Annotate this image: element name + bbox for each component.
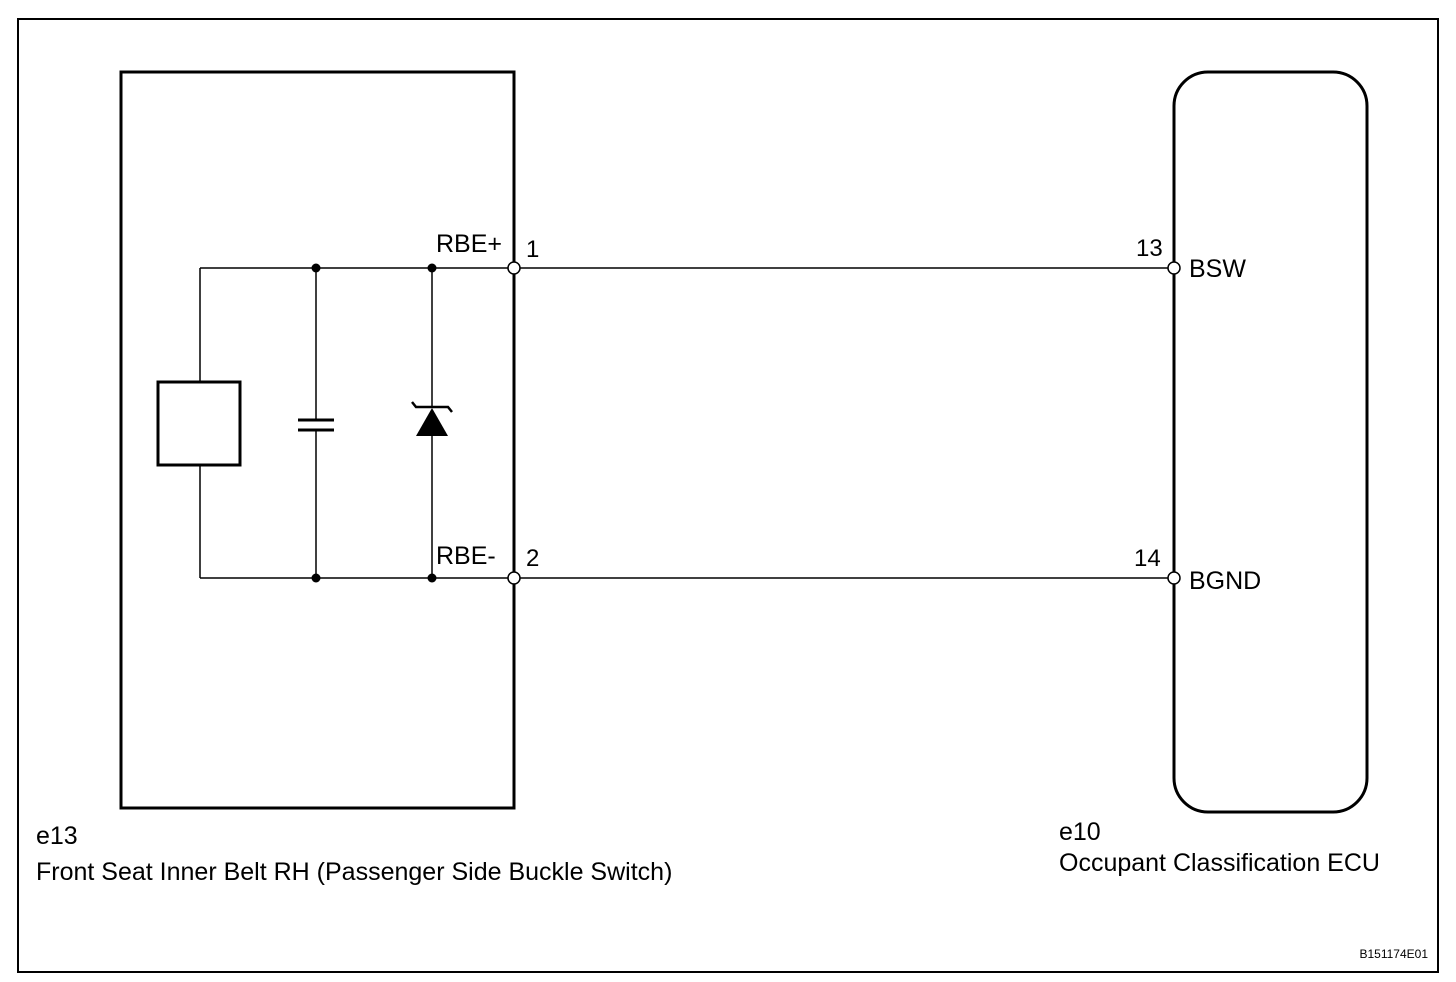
- junction-dot: [311, 573, 321, 583]
- pin-number-13: 13: [1136, 235, 1163, 262]
- switch-element: [156, 380, 242, 467]
- ecu-component: 13 BSW 14 BGND e10 Occupant Classificati…: [1059, 70, 1380, 877]
- pin-number-1: 1: [526, 236, 539, 263]
- terminal-pin-13: [1167, 261, 1181, 275]
- ecu-box: [1172, 70, 1369, 814]
- component-name-buckle-switch: Front Seat Inner Belt RH (Passenger Side…: [36, 858, 672, 886]
- diagram-code: B151174E01: [1359, 947, 1428, 961]
- pin-signal-bgnd: BGND: [1189, 567, 1261, 595]
- diagram-frame: [17, 18, 1439, 973]
- buckle-switch-component: RBE+ 1 RBE- 2 e13 Front Seat Inner Belt …: [36, 70, 672, 886]
- pin-signal-bsw: BSW: [1189, 255, 1246, 283]
- zener-diode-bar: [411, 401, 453, 413]
- junction-dot: [427, 263, 437, 273]
- buckle-switch-box: [119, 70, 516, 810]
- terminal-pin-1: [507, 261, 521, 275]
- buckle-switch-internal-circuit: [156, 263, 514, 583]
- junction-dot: [427, 573, 437, 583]
- pin-signal-rbe-plus: RBE+: [436, 230, 502, 258]
- terminal-pin-14: [1167, 571, 1181, 585]
- pin-signal-rbe-minus: RBE-: [436, 542, 496, 570]
- component-code-e13: e13: [36, 822, 78, 850]
- pin-number-14: 14: [1134, 545, 1161, 572]
- pin-number-2: 2: [526, 545, 539, 572]
- component-code-e10: e10: [1059, 818, 1101, 846]
- component-name-ecu: Occupant Classification ECU: [1059, 849, 1380, 877]
- terminal-pin-2: [507, 571, 521, 585]
- junction-dot: [311, 263, 321, 273]
- zener-diode: [416, 408, 448, 436]
